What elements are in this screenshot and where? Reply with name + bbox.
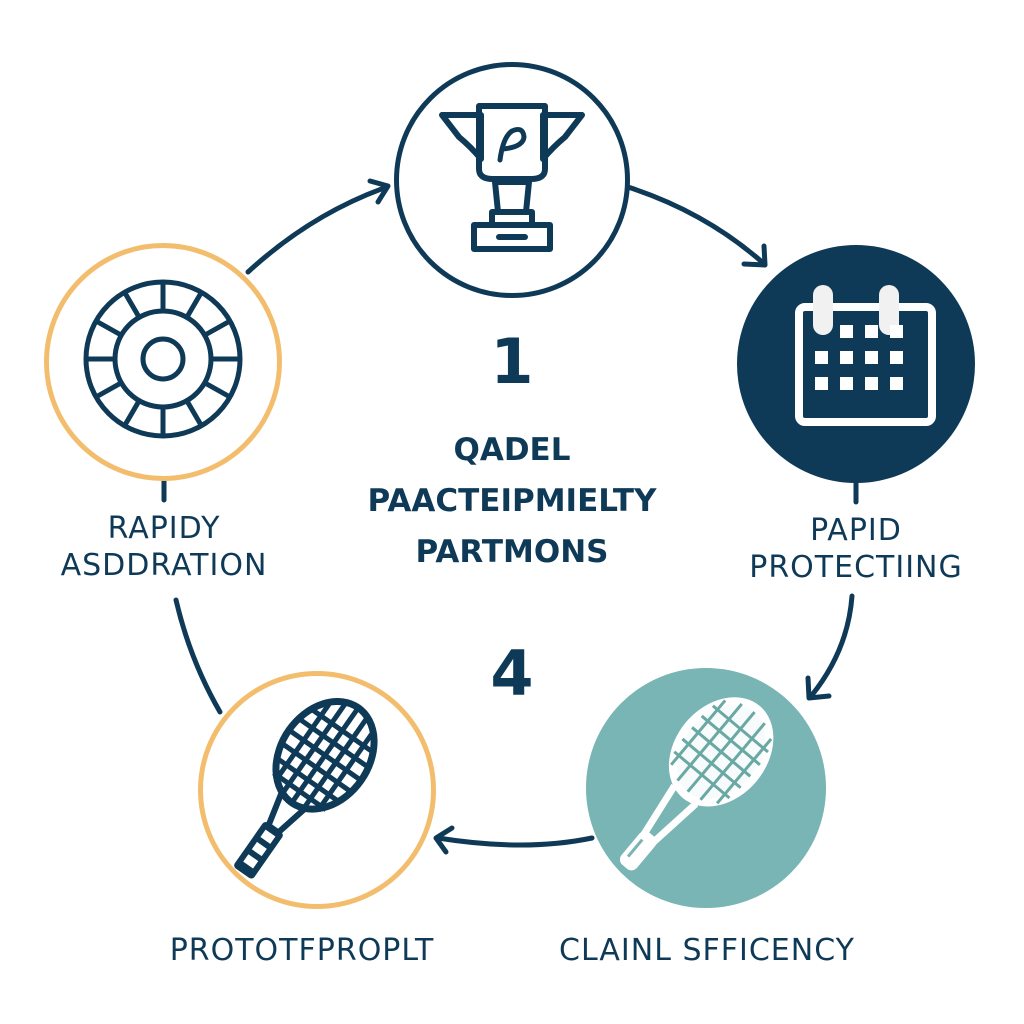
arrow-top-to-right bbox=[625, 184, 765, 265]
tennis-racket-icon bbox=[619, 697, 774, 871]
label-right: PAPID PROTECTIING bbox=[720, 512, 992, 586]
calendar-icon bbox=[795, 285, 936, 426]
center-title: QADEL PAACTEIPMIELTY PARTMONS bbox=[320, 425, 704, 578]
arrowhead-top-to-right bbox=[741, 243, 768, 268]
label-bottom-left: PROTOTFPROPLT bbox=[152, 932, 452, 969]
center-title-line-3: PARTMONS bbox=[415, 534, 609, 570]
arrowhead-bottom-right-to-bottom-left bbox=[433, 825, 455, 855]
node-top bbox=[394, 62, 630, 298]
node-bottom-left bbox=[198, 671, 436, 909]
wheel-icon bbox=[83, 279, 243, 439]
arrow-right-to-bottom-right bbox=[809, 593, 855, 698]
node-left bbox=[44, 243, 282, 481]
arrow-bottom-right-to-bottom-left bbox=[435, 835, 595, 848]
padel-racket-icon bbox=[234, 697, 378, 879]
label-bottom-right-line-1: CLAINL SFFICENCY bbox=[559, 933, 855, 968]
step-number-top: 1 bbox=[490, 325, 534, 398]
trophy-icon bbox=[439, 103, 585, 252]
label-left-line-2: ASDDRATION bbox=[60, 548, 268, 583]
arrow-left-to-top bbox=[245, 185, 387, 275]
center-title-line-1: QADEL bbox=[453, 432, 571, 468]
node-right bbox=[737, 245, 975, 483]
label-right-line-2: PROTECTIING bbox=[749, 550, 963, 585]
label-left: RAPIDY ASDDRATION bbox=[30, 510, 298, 584]
label-left-line-1: RAPIDY bbox=[107, 511, 221, 546]
arrowhead-right-to-bottom-right bbox=[805, 675, 832, 701]
arrow-bottom-left-to-left bbox=[173, 597, 223, 715]
center-title-line-2: PAACTEIPMIELTY bbox=[367, 483, 657, 519]
label-bottom-left-line-1: PROTOTFPROPLT bbox=[169, 933, 435, 968]
step-number-bottom: 4 bbox=[490, 637, 534, 710]
arrowhead-left-to-top bbox=[367, 178, 391, 205]
label-right-line-1: PAPID bbox=[810, 513, 902, 548]
label-bottom-right: CLAINL SFFICENCY bbox=[540, 932, 874, 969]
node-bottom-right bbox=[586, 668, 826, 908]
